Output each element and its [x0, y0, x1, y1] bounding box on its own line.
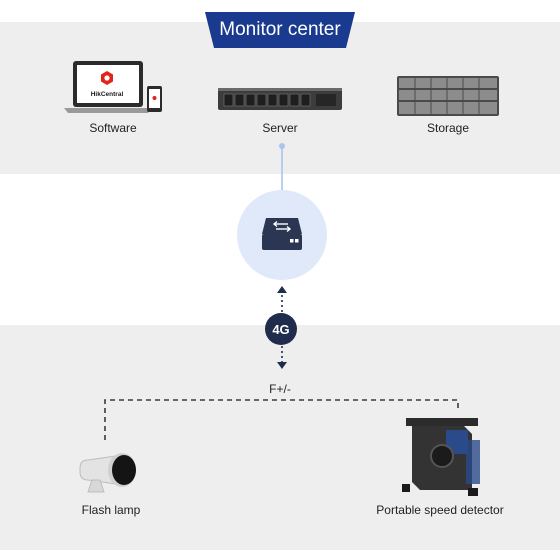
speed-detector-icon [402, 418, 480, 496]
speed-detector-label: Portable speed detector [376, 503, 504, 517]
server-label: Server [262, 121, 298, 135]
laptop-phone-icon: HikCentral [64, 61, 162, 113]
storage-array-icon [397, 76, 499, 116]
server-rack-icon [218, 88, 342, 110]
4g-link-arrows [277, 286, 287, 369]
link-label: F+/- [269, 382, 291, 396]
network-switch-icon [262, 218, 302, 250]
flash-lamp-icon [79, 453, 136, 493]
brand-logo-text: HikCentral [91, 91, 124, 98]
storage-label: Storage [426, 121, 470, 135]
flash-lamp-label: Flash lamp [81, 503, 141, 517]
network-switch-node [237, 190, 327, 280]
4g-badge: 4G [265, 313, 297, 345]
software-label: Software [89, 121, 137, 135]
monitor-center-title: Monitor center [205, 12, 355, 48]
monitor-link-line [279, 143, 285, 196]
field-dashed-link [104, 399, 459, 440]
